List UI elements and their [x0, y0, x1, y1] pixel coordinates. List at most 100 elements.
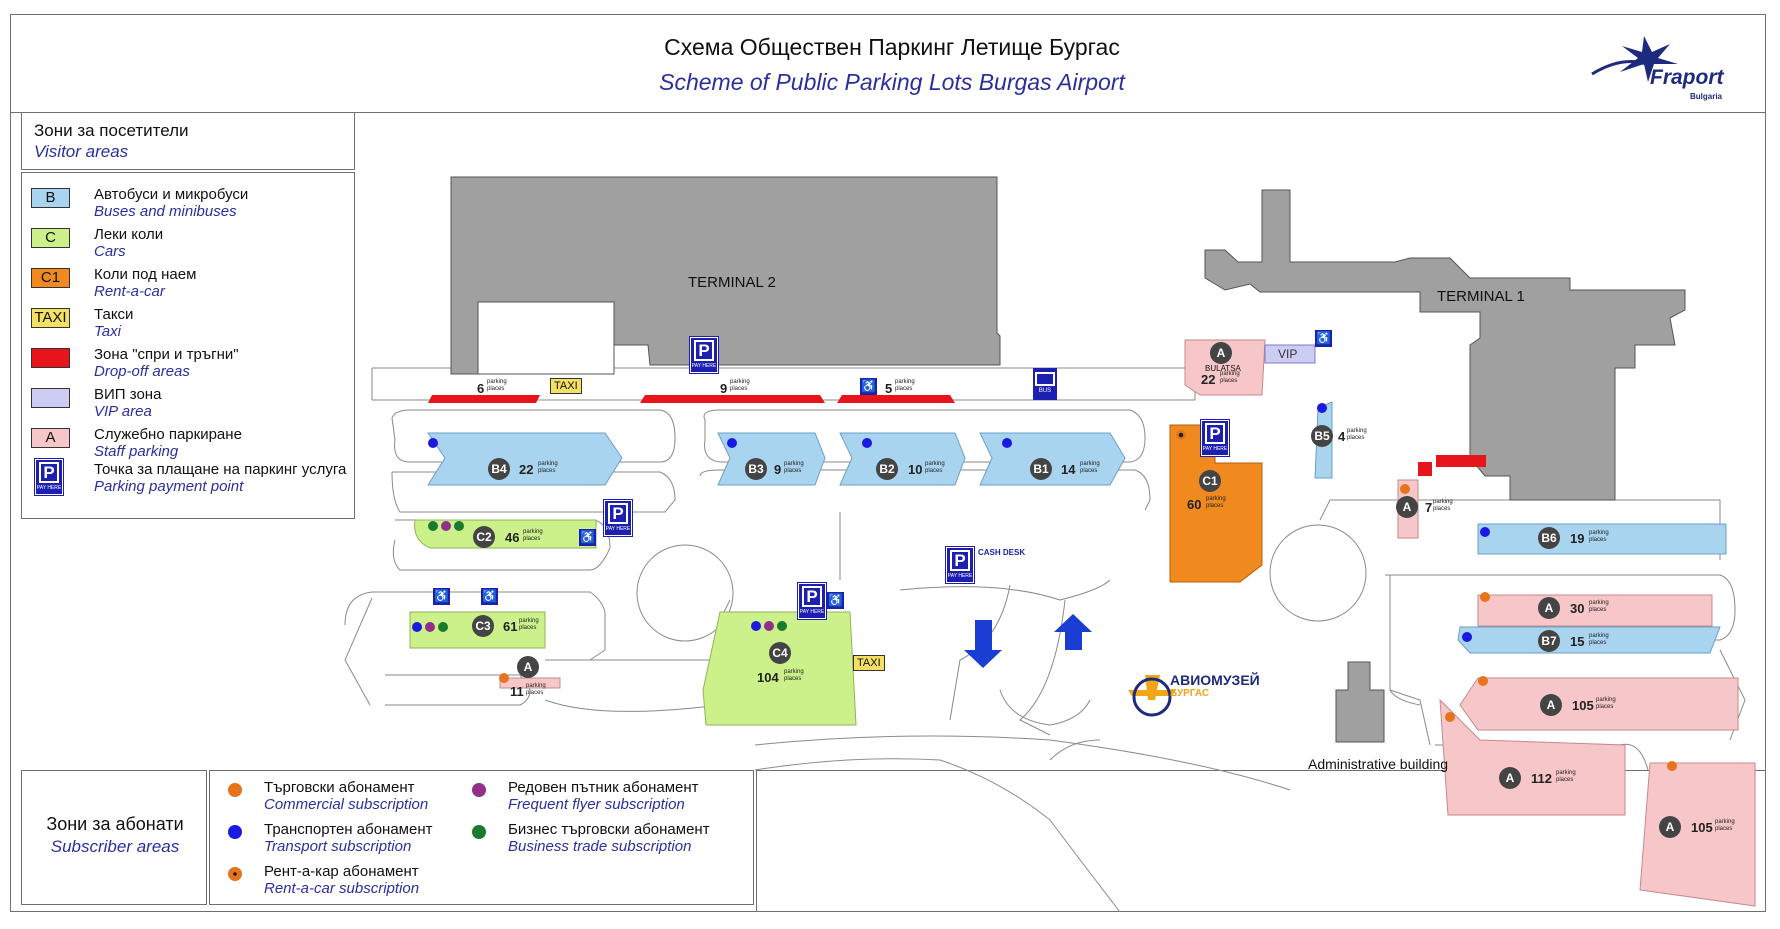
lot-a-105a-marker: A	[1540, 694, 1562, 716]
lot-c1-marker: C1	[1199, 470, 1221, 492]
parking-places-label: parking places	[538, 461, 558, 474]
lot-b2-marker: B2	[876, 458, 898, 480]
vip-area	[1264, 344, 1316, 364]
lot-a-30-marker: A	[1538, 597, 1560, 619]
wheelchair-icon: ♿	[481, 588, 498, 605]
lot-count: 112	[1531, 771, 1552, 786]
commercial-dot-icon	[499, 673, 509, 683]
lot-b3	[717, 432, 826, 486]
parking-places-label: parking places	[1589, 530, 1609, 543]
map-bottom-frame	[756, 770, 1766, 912]
legend-label-bg: Точка за плащане на паркинг услуга	[94, 461, 347, 478]
legend-label-en: Cars	[94, 243, 126, 260]
lot-c3-marker: C3	[472, 615, 494, 637]
logo-name: Fraport	[1650, 66, 1724, 89]
lot-count: 22	[1201, 372, 1216, 387]
drop-off-area	[640, 395, 825, 403]
legend-label-en: Staff parking	[94, 443, 179, 460]
transport-dot-icon	[412, 622, 422, 632]
lot-c4	[702, 611, 857, 726]
legend-swatch: A	[31, 428, 70, 448]
taxi-marker: TAXI	[550, 378, 582, 394]
lot-count: 10	[908, 462, 923, 477]
museum-sub-label: БУРГАС	[1170, 688, 1210, 699]
lot-count: 14	[1061, 462, 1076, 477]
lot-a-small	[499, 677, 561, 689]
lot-count: 105	[1572, 698, 1594, 713]
parking-places-label: parking places	[1596, 697, 1616, 710]
header-divider	[10, 112, 1766, 113]
lot-b1-marker: B1	[1030, 458, 1052, 480]
parking-places-label: parking places	[784, 461, 804, 474]
transport-dot-icon	[727, 438, 737, 448]
frequent-flyer-dot-icon	[764, 621, 774, 631]
commercial-dot-icon	[1445, 712, 1455, 722]
transport-dot-icon	[751, 621, 761, 631]
bulatsa-label: BULATSA	[1205, 364, 1241, 373]
parking-places-label: parking places	[487, 379, 507, 392]
cash-desk-label: CASH DESK	[978, 548, 1026, 557]
subscriber-areas-header: Зони за абонати Subscriber areas	[21, 770, 207, 905]
commercial-dot-icon	[1480, 592, 1490, 602]
lot-count: 7	[1425, 500, 1433, 515]
business-dot-icon	[777, 621, 787, 631]
wheelchair-icon: ♿	[433, 588, 450, 605]
business-dot-icon	[438, 622, 448, 632]
subscription-label-bg: Рент-а-кар абонамент	[264, 863, 419, 880]
rent-a-car-dot-icon	[1176, 430, 1186, 440]
parking-places-label: parking places	[1080, 461, 1100, 474]
museum-label: АВИОМУЗЕЙ	[1170, 672, 1260, 688]
lot-a-105a	[1459, 677, 1739, 731]
subscription-label-en: Business trade subscription	[508, 838, 692, 855]
curb-count: 6	[477, 381, 485, 396]
subscription-label-en: Rent-a-car subscription	[264, 880, 420, 897]
lot-c2-marker: C2	[473, 526, 495, 548]
parking-places-label: parking places	[1589, 633, 1609, 646]
lot-count: 60	[1187, 497, 1202, 512]
parking-places-label: parking places	[1220, 371, 1240, 384]
visitor-areas-header: Зони за посетители Visitor areas	[21, 112, 355, 170]
business-dot-icon	[454, 521, 464, 531]
drop-off-area	[1418, 462, 1432, 476]
map-title-bg: Схема Обществен Паркинг Летище Бургас	[664, 34, 1120, 60]
lot-b7	[1457, 626, 1721, 654]
parking-places-label: parking places	[519, 618, 539, 631]
drop-off-area	[837, 395, 955, 403]
legend-label-bg: Служебно паркиране	[94, 426, 242, 443]
legend-label-en: Rent-a-car	[94, 283, 165, 300]
lot-b1	[979, 432, 1126, 486]
map-frame	[10, 14, 1766, 912]
wheelchair-icon: ♿	[579, 529, 596, 546]
business-dot-icon	[428, 521, 438, 531]
legend-label-bg: Такси	[94, 306, 134, 323]
legend: B Автобуси и микробуси Buses and minibus…	[21, 172, 355, 519]
lot-a-112	[1439, 698, 1626, 816]
subscription-label-bg: Бизнес търговски абонамент	[508, 821, 710, 838]
bus-stop-icon: BUS	[1033, 368, 1057, 400]
visitor-title-en: Visitor areas	[34, 142, 129, 161]
parking-places-label: parking places	[925, 461, 945, 474]
arrow-down-icon	[964, 620, 1002, 668]
transport-dot-icon	[1462, 632, 1472, 642]
commercial-dot-icon	[1400, 484, 1410, 494]
parking-places-label: parking places	[1347, 428, 1367, 441]
map-title-en: Scheme of Public Parking Lots Burgas Air…	[659, 69, 1125, 95]
aviation-museum-logo-icon	[1128, 675, 1176, 717]
legend-label-en: Parking payment point	[94, 478, 244, 495]
transport-dot-icon	[1002, 438, 1012, 448]
drop-off-area	[1436, 455, 1486, 467]
lot-count: 30	[1570, 601, 1585, 616]
lot-b2	[839, 432, 966, 486]
terminal-1-label: TERMINAL 1	[1437, 288, 1525, 305]
commercial-dot-icon	[1478, 676, 1488, 686]
parking-places-label: parking places	[1589, 600, 1609, 613]
subscriber-title-bg: Зони за абонати	[46, 814, 184, 834]
legend-label-bg: Автобуси и микробуси	[94, 186, 249, 203]
lot-b4-marker: B4	[488, 458, 510, 480]
lot-a-30	[1477, 594, 1713, 627]
